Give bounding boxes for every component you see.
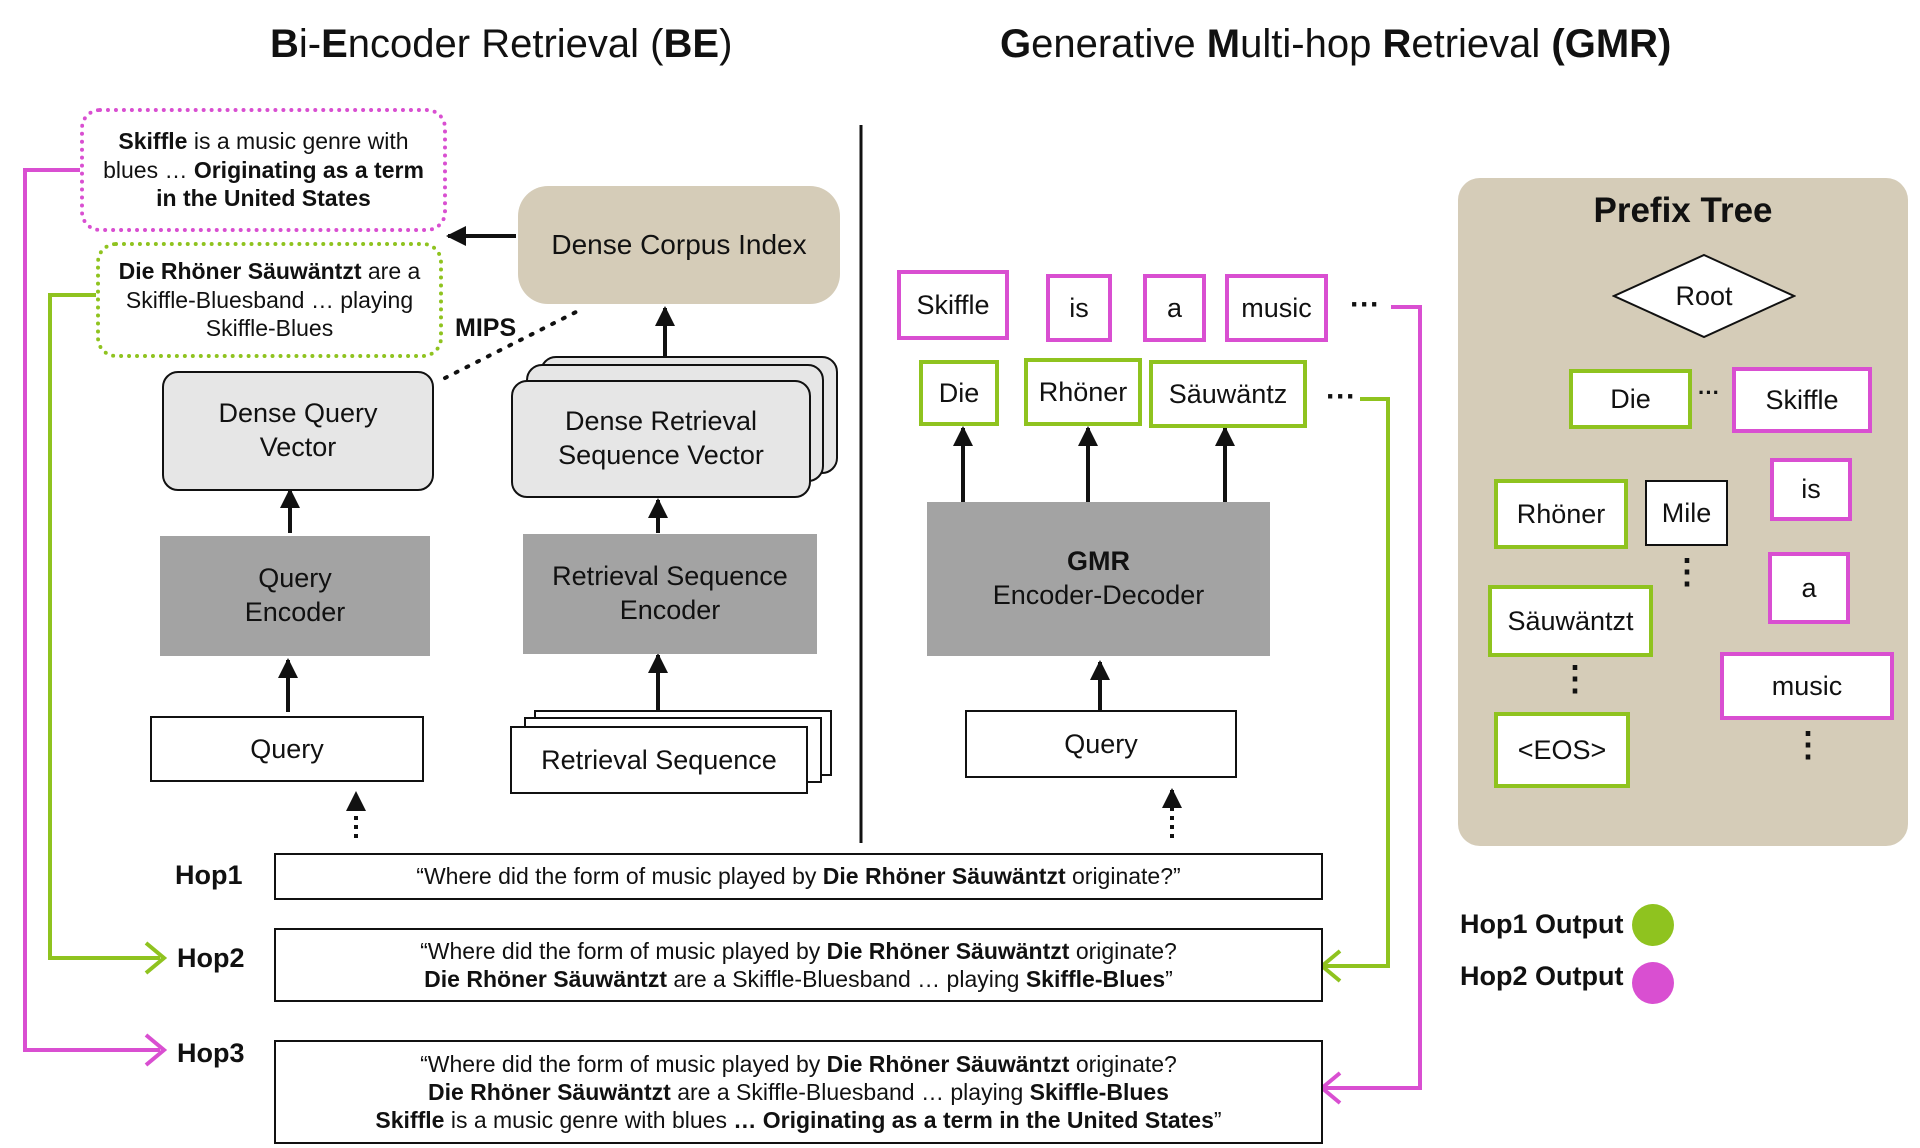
hop-text: “Where did the form of music played by	[416, 863, 823, 890]
token-rhoner: Rhöner	[1024, 358, 1142, 426]
hop-bold: Skiffle-Blues	[1025, 966, 1166, 992]
title-generative-multihop-retrieval: Generative Multi-hop Retrieval (GMR)	[1000, 22, 1671, 67]
title-be-part: i-	[298, 22, 322, 66]
hop1-query: “Where did the form of music played by D…	[274, 853, 1323, 900]
quote-bold: Originating as a term in the United Stat…	[156, 156, 424, 212]
hop-text: “Where did the form of music played by	[420, 1050, 827, 1077]
be-query-box: Query	[150, 716, 424, 782]
dense-retrieval-sequence-vector: Dense Retrieval Sequence Vector	[511, 380, 811, 498]
token-die: Die	[919, 360, 999, 426]
retrieval-sequence-box: Retrieval Sequence	[510, 726, 808, 794]
title-gmr-part: ulti-hop	[1240, 22, 1383, 66]
hop-text: ”	[1213, 1107, 1222, 1134]
hop-text: are a Skiffle-Bluesband … playing	[670, 1078, 1030, 1105]
legend-hop1-dot	[1632, 904, 1674, 946]
quote-bold: Die Rhöner Säuwäntzt	[118, 257, 362, 284]
tree-vdots-mile: ⋮	[1670, 553, 1704, 591]
title-gmr-part: enerative	[1031, 22, 1207, 66]
hop-bold: Die Rhöner Säuwäntzt	[428, 1078, 671, 1105]
retrieval-sequence-encoder: Retrieval Sequence Encoder	[523, 534, 817, 654]
arrowhead-hop3-right	[1318, 1071, 1342, 1105]
legend-hop2-label: Hop2 Output	[1460, 961, 1624, 991]
hop3-label: Hop3	[177, 1038, 245, 1068]
title-gmr-part: M	[1206, 22, 1241, 66]
token-a: a	[1143, 274, 1206, 342]
tree-node-a: a	[1768, 552, 1850, 624]
legend-hop1-label: Hop1 Output	[1460, 909, 1624, 939]
quote-text: are a Skiffle-Bluesband … playing Skiffl…	[125, 257, 421, 342]
gmr-model-type: Encoder-Decoder	[992, 580, 1205, 610]
query-encoder: Query Encoder	[160, 536, 430, 656]
hop-bold: Die Rhöner Säuwäntzt	[826, 937, 1070, 964]
title-gmr-part: (GMR)	[1551, 22, 1672, 66]
feedback-route-hop1-gmr	[1324, 397, 1390, 968]
token-music: music	[1225, 274, 1328, 342]
quote-bold: Skiffle	[118, 127, 188, 154]
arrowhead-hop2-left	[144, 941, 168, 975]
tokens-hop2-ellipsis: ···	[1350, 288, 1380, 321]
gmr-model-name: GMR	[1067, 546, 1130, 577]
retrieved-passage-rhoner: Die Rhöner Säuwäntzt are a Skiffle-Blues…	[96, 242, 443, 358]
tree-node-die: Die	[1569, 369, 1692, 429]
retrieved-passage-skiffle: Skiffle is a music genre with blues … Or…	[80, 108, 447, 232]
title-be-part: B	[270, 22, 299, 66]
hop-bold: Skiffle	[375, 1107, 445, 1134]
tree-node-music: music	[1720, 652, 1894, 720]
hop-text: “Where did the form of music played by	[420, 937, 827, 964]
tree-node-mile: Mile	[1645, 480, 1728, 546]
tree-node-is: is	[1770, 458, 1852, 521]
token-is: is	[1046, 274, 1112, 342]
tree-node-eos: <EOS>	[1494, 712, 1630, 788]
hop-text: originate?	[1069, 937, 1177, 964]
title-gmr-part: etrieval	[1411, 22, 1552, 66]
hop3-query: “Where did the form of music played by D…	[274, 1040, 1323, 1144]
arrowhead-hop2-right	[1318, 949, 1342, 983]
hop-text: ”	[1165, 966, 1173, 992]
token-skiffle: Skiffle	[897, 270, 1009, 340]
hop1-label: Hop1	[175, 860, 243, 890]
title-bi-encoder-retrieval: Bi-Encoder Retrieval (BE)	[270, 22, 732, 67]
tree-node-skiffle: Skiffle	[1732, 367, 1872, 433]
hop-bold: Die Rhöner Säuwäntzt	[822, 863, 1066, 890]
legend-hop2-dot	[1632, 962, 1674, 1004]
hop2-query: “Where did the form of music played by D…	[274, 928, 1323, 1002]
hop-text: are a Skiffle-Bluesband … playing	[666, 966, 1026, 992]
quote-text: is a music genre with blues …	[103, 127, 409, 183]
title-be-part: BE	[663, 22, 720, 66]
hop-bold: … Originating as a term in the United St…	[733, 1107, 1214, 1134]
hop-bold: Skiffle-Blues	[1029, 1078, 1169, 1105]
root-node-label: Root	[1675, 280, 1733, 311]
token-sauwantz: Säuwäntz	[1149, 360, 1307, 428]
prefix-tree-title: Prefix Tree	[1593, 191, 1773, 230]
gmr-query-box: Query	[965, 710, 1237, 778]
tree-node-sauwantzt: Säuwäntzt	[1488, 585, 1653, 657]
tokens-hop1-ellipsis: ···	[1326, 380, 1356, 413]
hop-text: is a music genre with blues	[444, 1107, 734, 1134]
title-gmr-part: R	[1382, 22, 1412, 66]
arrowhead-hop3-left	[144, 1033, 168, 1067]
mips-label: MIPS	[455, 314, 517, 342]
title-be-part: E	[321, 22, 348, 66]
gmr-encoder-decoder: GMR Encoder-Decoder	[927, 502, 1270, 656]
tree-hdots: ···	[1698, 380, 1720, 405]
title-gmr-part: G	[1000, 22, 1032, 66]
dense-corpus-index: Dense Corpus Index	[518, 186, 840, 304]
hop-text: originate?”	[1065, 863, 1181, 890]
title-be-part: ncoder Retrieval (	[347, 22, 664, 66]
hop-bold: Die Rhöner Säuwäntzt	[424, 966, 667, 992]
tree-vdots-music: ⋮	[1791, 726, 1825, 764]
tree-node-rhoner: Rhöner	[1494, 479, 1628, 549]
hop2-label: Hop2	[177, 943, 245, 973]
title-be-part: )	[719, 22, 733, 66]
tree-vdots-sauwantzt: ⋮	[1558, 660, 1592, 698]
root-node	[1612, 253, 1796, 339]
feedback-route-hop2-gmr	[1324, 305, 1422, 1090]
hop-text: originate?	[1069, 1050, 1177, 1077]
feedback-route-hop1-be	[48, 293, 160, 960]
hop-bold: Die Rhöner Säuwäntzt	[826, 1050, 1070, 1077]
dense-query-vector: Dense Query Vector	[162, 371, 434, 491]
